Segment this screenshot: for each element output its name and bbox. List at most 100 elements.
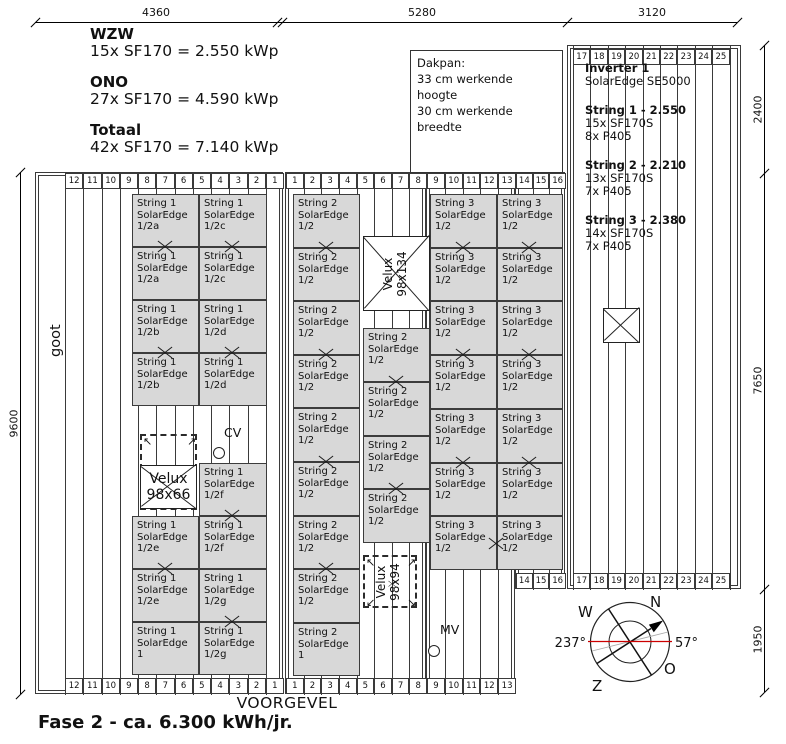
solar-panel-label-line: 1/2 xyxy=(298,596,315,608)
tile-column-number-bottom: 18 xyxy=(590,573,608,589)
tile-column-number-top: 14 xyxy=(516,173,533,189)
totals-header-title: ONO xyxy=(90,73,129,91)
solar-panel-label-line: SolarEdge xyxy=(502,263,553,275)
solar-panel-label-line: 1/2d xyxy=(204,327,227,339)
solar-panel-label-line: 1/2g xyxy=(204,649,227,661)
solar-panel-label-line: String 3 xyxy=(435,198,475,209)
solar-panel-label-line: 1/2 xyxy=(435,275,452,287)
tile-column-number-top: 5 xyxy=(356,173,375,189)
solar-panel-label-line: SolarEdge xyxy=(368,397,419,409)
solar-panel-label-line: String 1 xyxy=(137,573,177,584)
solar-panel-label-line: SolarEdge xyxy=(298,209,349,221)
solar-panel-label-line: 1/2 xyxy=(435,382,452,394)
tile-column-number-top: 12 xyxy=(65,173,84,189)
tile-column-number-bottom: 21 xyxy=(642,573,660,589)
solar-panel-label-line: SolarEdge xyxy=(368,504,419,516)
solar-panel-label-line: 1/2c xyxy=(204,221,226,233)
roof-tile-column-line xyxy=(265,173,267,695)
tile-column-number-top: 9 xyxy=(119,173,138,189)
optimizer-x-mark xyxy=(388,374,404,390)
solar-panel-label-line: SolarEdge xyxy=(137,584,188,596)
tile-column-number-bottom: 11 xyxy=(462,678,481,694)
tile-column-number-top: 23 xyxy=(677,49,695,65)
tile-column-number-bottom: 22 xyxy=(660,573,678,589)
solar-panel-label-line: SolarEdge xyxy=(435,531,486,543)
tile-column-number-bottom: 19 xyxy=(607,573,626,589)
roof-tile-column-line xyxy=(65,173,66,695)
totals-header-value: 15x SF170 = 2.550 kWp xyxy=(90,41,279,60)
solar-panel-label-line: SolarEdge xyxy=(137,262,188,274)
solar-panel-label-line: 1/2 xyxy=(298,221,315,233)
tile-column-number-bottom: 25 xyxy=(712,573,730,589)
tile-column-number-top: 13 xyxy=(498,173,516,189)
solar-panel-label-line: String 1 xyxy=(137,304,177,315)
tile-column-number-bottom: 3 xyxy=(229,678,248,694)
solar-panel-label-line: 1/2f xyxy=(204,490,224,502)
solar-panel-label-line: String 3 xyxy=(435,359,475,370)
azimuth-left-degrees: 237° xyxy=(555,636,586,651)
tile-column-number-bottom: 11 xyxy=(83,678,102,694)
roof-tile-column-line xyxy=(211,173,212,695)
solar-panel-label-line: 1/2 xyxy=(502,382,519,394)
solar-panel-label-line: SolarEdge xyxy=(502,209,553,221)
tile-column-number-bottom: 13 xyxy=(498,678,516,694)
solar-panel-label-line: SolarEdge xyxy=(435,370,486,382)
solar-panel-label-line: 1/2 xyxy=(435,328,452,340)
solar-panel-label-line: String 3 xyxy=(502,467,542,478)
corner-arrow-icon: ↖ xyxy=(366,556,376,569)
solar-panel-label-line: String 1 xyxy=(204,357,244,368)
tile-column-number-top: 3 xyxy=(321,173,339,189)
tile-column-number-bottom: 5 xyxy=(192,678,211,694)
solar-panel-label-line: SolarEdge xyxy=(435,424,486,436)
solar-panel-label-line: SolarEdge xyxy=(204,531,255,543)
corner-arrow-icon: ↗ xyxy=(187,435,197,448)
tile-column-number-top: 11 xyxy=(83,173,102,189)
roof-opening-marker xyxy=(603,307,640,343)
gutter-label: goot xyxy=(48,324,64,357)
solar-panel-label-line: String 3 xyxy=(502,252,542,263)
roof-tile-column-line xyxy=(83,173,85,695)
solar-panel-label-line: SolarEdge xyxy=(137,315,188,327)
tile-column-number-top: 4 xyxy=(338,173,357,189)
tile-column-number-bottom: 6 xyxy=(374,678,392,694)
optimizer-x-mark xyxy=(157,239,173,255)
dimension-label: 5280 xyxy=(408,6,436,19)
solar-panel-label-line: String 2 xyxy=(298,305,338,316)
solar-panel-label-line: SolarEdge xyxy=(435,478,486,490)
dimension-label: 3120 xyxy=(638,6,666,19)
solar-panel-label-line: String 2 xyxy=(368,440,408,451)
solar-panel-label-line: SolarEdge xyxy=(368,343,419,355)
solar-panel-label-line: 1 xyxy=(137,649,144,661)
solar-panel-label-line: String 2 xyxy=(368,332,408,343)
optimizer-x-mark xyxy=(318,561,334,577)
optimizer-x-mark xyxy=(157,561,173,577)
solar-panel-label-line: 1/2 xyxy=(298,435,315,447)
tile-column-number-bottom: 14 xyxy=(516,573,533,589)
tile-column-number-bottom: 5 xyxy=(356,678,375,694)
optimizer-x-mark xyxy=(224,508,240,524)
tile-column-number-bottom: 12 xyxy=(480,678,499,694)
tile-column-number-bottom: 4 xyxy=(211,678,230,694)
solar-panel-label-line: SolarEdge xyxy=(298,423,349,435)
solar-panel-label-line: 1/2 xyxy=(368,409,385,421)
roof-tile-column-line xyxy=(590,46,592,590)
optimizer-x-mark xyxy=(388,481,404,497)
solar-panel-label-line: SolarEdge xyxy=(368,451,419,463)
roof-tile-column-line xyxy=(660,46,661,590)
solar-panel-label-line: 1 xyxy=(298,650,305,662)
inverter-detail-line: 7x P405 xyxy=(585,184,632,198)
solar-panel-label-line: SolarEdge xyxy=(204,478,255,490)
solar-panel-label-line: String 1 xyxy=(204,304,244,315)
tile-column-number-bottom: 10 xyxy=(444,678,463,694)
